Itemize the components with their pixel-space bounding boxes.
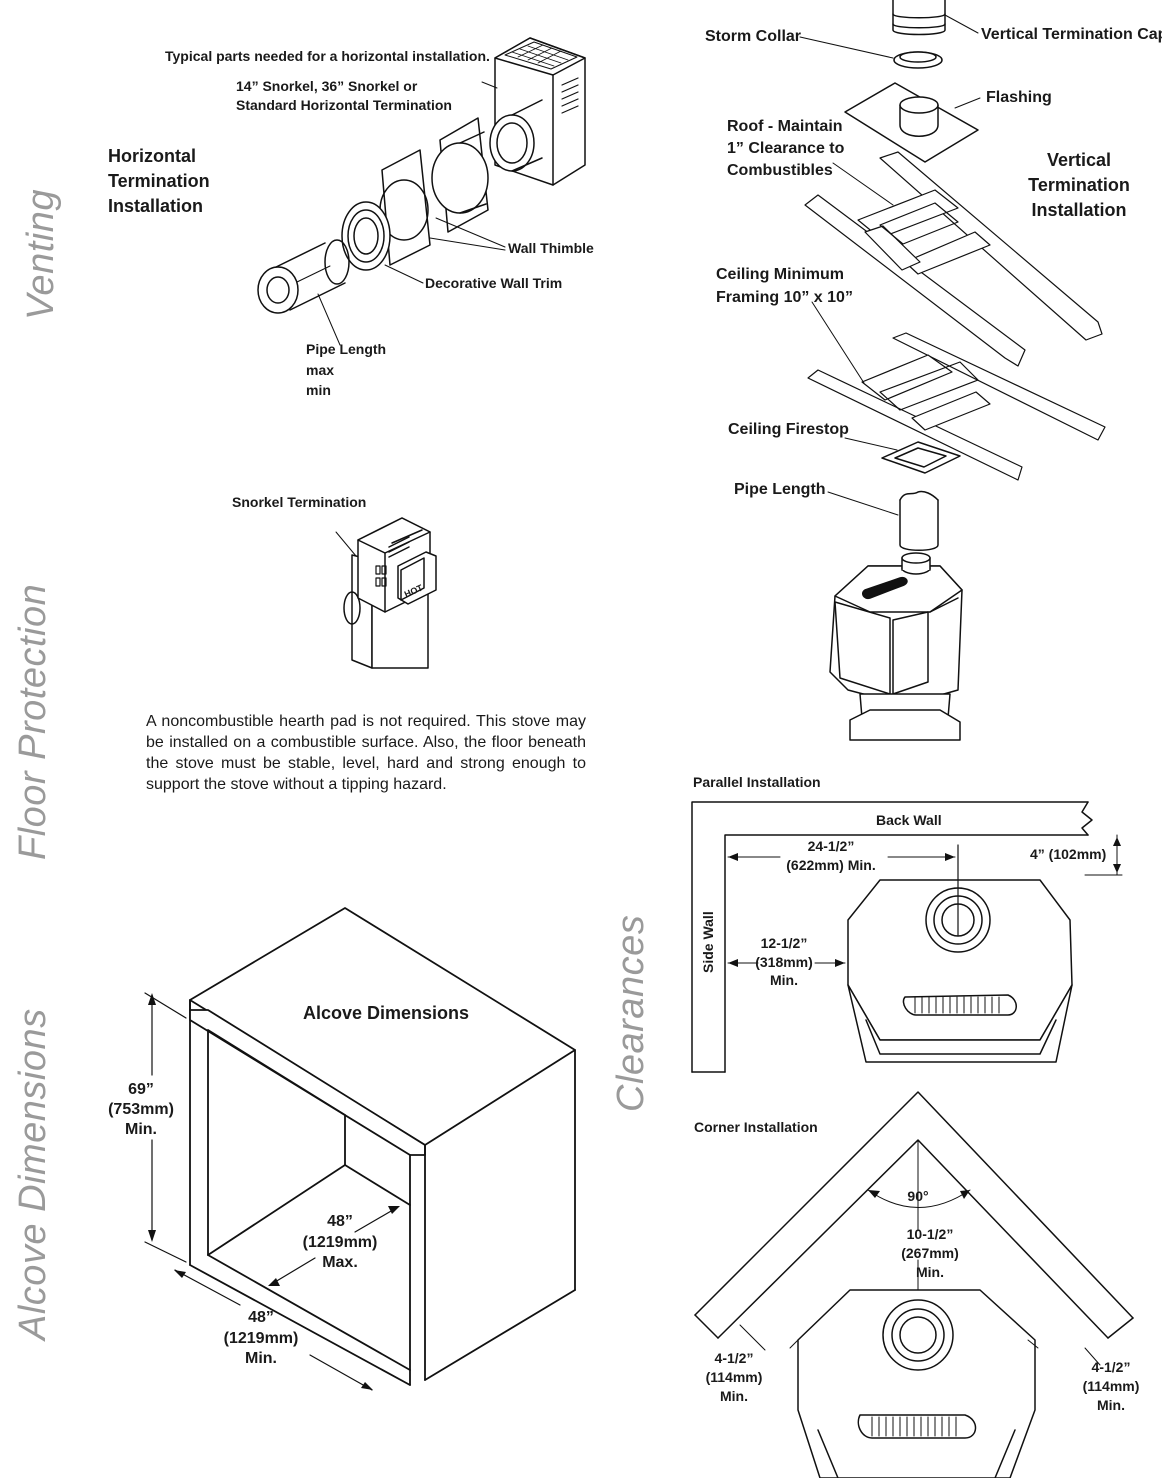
corner-center-dim-min: Min. — [916, 1264, 944, 1280]
back-wall-label: Back Wall — [876, 812, 942, 828]
horizontal-title-line3: Installation — [108, 196, 204, 216]
alcove-height-value: 69” — [128, 1081, 154, 1098]
ceiling-firestop-label: Ceiling Firestop — [728, 421, 849, 438]
roof-label-line1: Roof - Maintain — [727, 118, 843, 135]
roof-label-line3: Combustibles — [727, 162, 833, 179]
pipe-length-min: min — [306, 382, 331, 398]
horizontal-termination-illustration — [258, 38, 585, 345]
corner-center-dim-value: 10-1/2” — [906, 1226, 954, 1242]
corner-left-dim-min: Min. — [720, 1388, 748, 1404]
vertical-termination-cap-label: Vertical Termination Cap — [981, 26, 1162, 43]
parallel-center-dim-value: 24-1/2” — [807, 838, 855, 854]
corner-right-dim-min: Min. — [1097, 1397, 1125, 1413]
floor-protection-paragraph: A noncombustible hearth pad is not requi… — [146, 713, 586, 793]
parallel-side-dim-metric: (318mm) — [755, 954, 813, 970]
alcove-height-metric: (753mm) — [108, 1101, 174, 1118]
horizontal-title-line2: Termination — [108, 171, 210, 191]
side-wall-label: Side Wall — [700, 911, 716, 973]
snorkel-termination-label: Snorkel Termination — [232, 494, 367, 510]
vertical-title-line2: Termination — [1028, 175, 1130, 195]
horizontal-caption: Typical parts needed for a horizontal in… — [165, 48, 490, 64]
alcove-depth-value: 48” — [327, 1213, 353, 1230]
corner-left-dim-value: 4-1/2” — [714, 1350, 754, 1366]
ceiling-framing-line1: Ceiling Minimum — [716, 266, 844, 283]
alcove-width-min: Min. — [245, 1350, 277, 1367]
decorative-trim-label: Decorative Wall Trim — [425, 275, 563, 291]
corner-installation-illustration — [695, 1092, 1133, 1478]
alcove-depth-max: Max. — [322, 1254, 358, 1271]
alcove-width-metric: (1219mm) — [223, 1330, 299, 1347]
parallel-side-dim-min: Min. — [770, 972, 798, 988]
flashing-label: Flashing — [986, 89, 1052, 106]
snorkel-options-line2: Standard Horizontal Termination — [236, 97, 452, 113]
alcove-height-min: Min. — [125, 1121, 157, 1138]
corner-installation-title: Corner Installation — [694, 1119, 818, 1135]
pipe-length-max: max — [306, 362, 335, 378]
ceiling-framing-line2: Framing 10” x 10” — [716, 289, 853, 306]
pipe-length-label: Pipe Length — [306, 341, 387, 357]
snorkel-termination-illustration — [336, 518, 436, 668]
parallel-side-dim-value: 12-1/2” — [760, 935, 808, 951]
corner-right-dim-metric: (114mm) — [1082, 1378, 1140, 1394]
vertical-termination-illustration — [800, 0, 1105, 740]
parallel-back-dim: 4” (102mm) — [1030, 846, 1107, 862]
roof-label-line2: 1” Clearance to — [727, 140, 845, 157]
parallel-installation-title: Parallel Installation — [693, 774, 821, 790]
corner-right-dim-value: 4-1/2” — [1091, 1359, 1131, 1375]
vertical-title-line3: Installation — [1031, 200, 1127, 220]
corner-left-dim-metric: (114mm) — [705, 1369, 763, 1385]
alcove-title: Alcove Dimensions — [303, 1003, 470, 1023]
corner-angle: 90° — [907, 1188, 929, 1204]
alcove-depth-metric: (1219mm) — [302, 1234, 378, 1251]
parallel-installation-illustration — [692, 802, 1122, 1072]
alcove-illustration — [145, 908, 575, 1390]
vertical-pipe-length-label: Pipe Length — [734, 481, 826, 498]
storm-collar-label: Storm Collar — [705, 28, 802, 45]
wall-thimble-label: Wall Thimble — [508, 240, 594, 256]
snorkel-options-line1: 14” Snorkel, 36” Snorkel or — [236, 78, 418, 94]
horizontal-title-line1: Horizontal — [108, 146, 196, 166]
vertical-title-line1: Vertical — [1046, 150, 1112, 170]
parallel-center-dim-metric: (622mm) Min. — [786, 857, 876, 873]
alcove-width-value: 48” — [248, 1309, 274, 1326]
corner-center-dim-metric: (267mm) — [901, 1245, 959, 1261]
